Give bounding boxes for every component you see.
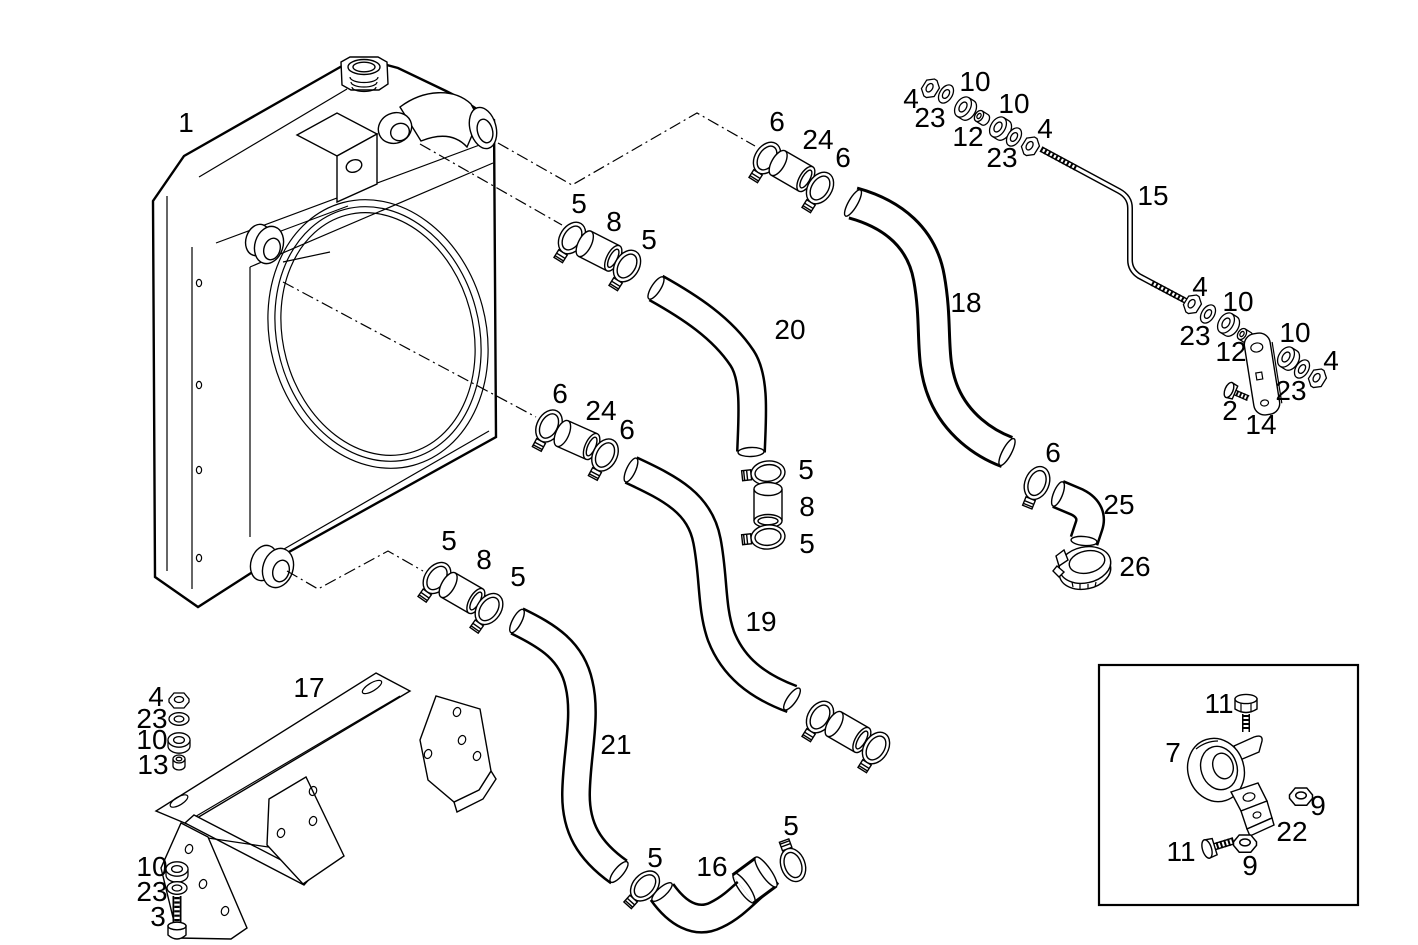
callout-19: 19 [745, 606, 776, 637]
mounting-bracket-17 [154, 672, 497, 940]
callout-12: 12 [1215, 336, 1246, 367]
callout-10: 10 [136, 851, 167, 882]
callout-26: 26 [1119, 551, 1150, 582]
callout-2: 2 [1222, 395, 1238, 426]
filler-cap [340, 56, 389, 93]
callout-16: 16 [696, 851, 727, 882]
callout-10: 10 [998, 88, 1029, 119]
clamp-sleeve-group-bottom-left [411, 556, 510, 638]
callout-4: 4 [903, 83, 919, 114]
callout-18: 18 [950, 287, 981, 318]
clamp-sleeve-group-bottom-b [795, 695, 896, 778]
callout-17: 17 [293, 672, 324, 703]
hardware-stack-upper [167, 692, 191, 771]
callout-14: 14 [1245, 409, 1276, 440]
callout-3: 3 [150, 901, 166, 932]
callout-6: 6 [835, 142, 851, 173]
hose-16 [649, 856, 780, 934]
side-panel-holes [195, 278, 203, 563]
hose-20 [647, 274, 768, 458]
callout-23: 23 [136, 703, 167, 734]
callout-9: 9 [1242, 850, 1258, 881]
bottom-outlet-port [249, 544, 295, 589]
callout-5: 5 [641, 224, 657, 255]
pipe-clamp-7 [1186, 735, 1263, 803]
callout-5: 5 [798, 454, 814, 485]
callout-23: 23 [1275, 375, 1306, 406]
callout-5: 5 [799, 528, 815, 559]
callout-23: 23 [986, 142, 1017, 173]
fan-shroud-ring [267, 199, 489, 469]
bracket-14 [1243, 332, 1283, 416]
callout-8: 8 [476, 544, 492, 575]
callout-13: 13 [137, 749, 168, 780]
callout-11: 11 [1166, 836, 1195, 867]
leader-lines [282, 112, 756, 590]
top-outlet-elbow [377, 92, 498, 150]
flange-ring-26 [1052, 545, 1112, 591]
nut-9-right [1288, 787, 1314, 806]
callout-7: 7 [1165, 737, 1181, 768]
clamp-sleeve-stack-below-hose20 [740, 458, 787, 553]
elbow-hose-25 [1015, 462, 1106, 547]
hose-21 [509, 607, 629, 885]
callout-5: 5 [647, 842, 663, 873]
callout-5: 5 [510, 561, 526, 592]
callout-4: 4 [1323, 345, 1339, 376]
callout-5: 5 [441, 525, 457, 556]
callout-6: 6 [619, 414, 635, 445]
callout-6: 6 [1045, 437, 1061, 468]
callout-23: 23 [136, 876, 167, 907]
callout-10: 10 [1279, 317, 1310, 348]
support-rod-15 [1039, 146, 1188, 304]
callout-25: 25 [1103, 489, 1134, 520]
hardware-stack-lower [165, 861, 189, 940]
callout-6: 6 [552, 378, 568, 409]
callout-24: 24 [802, 124, 833, 155]
clamp-5-right-of-hose16 [772, 835, 811, 886]
callout-20: 20 [774, 314, 805, 345]
bolt-3 [167, 896, 187, 940]
callout-8: 8 [799, 491, 815, 522]
callout-24: 24 [585, 395, 616, 426]
hose-18 [843, 186, 1016, 468]
callout-15: 15 [1137, 180, 1168, 211]
hose-19 [623, 456, 802, 714]
radiator-assembly [151, 56, 498, 609]
bracket-22 [1229, 782, 1275, 837]
callout-9: 9 [1310, 790, 1326, 821]
callout-4: 4 [1192, 271, 1208, 302]
callout-23: 23 [914, 102, 945, 133]
mounting-tab [295, 112, 379, 204]
callout-5: 5 [571, 188, 587, 219]
callout-8: 8 [606, 206, 622, 237]
callout-4: 4 [1037, 113, 1053, 144]
clamp-sleeve-group-top-a [547, 216, 647, 296]
callout-6: 6 [769, 106, 785, 137]
side-inlet-port [244, 205, 349, 265]
callout-12: 12 [952, 121, 983, 152]
callout-5: 5 [783, 810, 799, 841]
callout-10: 10 [1222, 286, 1253, 317]
callout-11: 11 [1204, 688, 1233, 719]
callout-10: 10 [959, 66, 990, 97]
callout-21: 21 [600, 729, 631, 760]
callout-1: 1 [178, 107, 194, 138]
callout-23: 23 [1179, 320, 1210, 351]
callout-22: 22 [1276, 816, 1307, 847]
bolt-11-top [1234, 693, 1258, 732]
callout-4: 4 [148, 681, 164, 712]
bolt-2 [1223, 381, 1250, 401]
inset-detail-box [1097, 663, 1360, 907]
callout-10: 10 [136, 724, 167, 755]
bolt-11-bottom [1201, 837, 1235, 860]
